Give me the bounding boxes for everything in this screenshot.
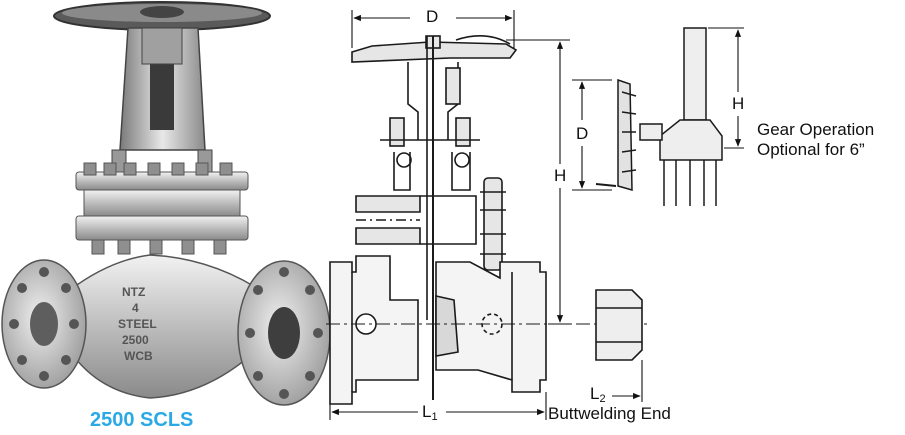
buttweld-end-label: Buttwelding End [548,404,671,423]
body-mark-2: STEEL [118,317,157,331]
gear-dim-h-label: H [732,94,745,113]
gear-operator-drawing [595,27,723,206]
buttweld-end-drawing [595,289,643,361]
model-label: 2500 SCLS [90,409,194,431]
dim-l1-label: L1 [422,402,438,423]
yoke-photo [111,27,213,173]
gear-dim-d-label: D [576,124,589,143]
dim-l2-label: L2 [590,384,606,405]
bonnet-photo [75,162,249,255]
gear-note-line1: Gear Operation [757,120,875,139]
handwheel-photo [53,1,271,31]
dimension-lines [329,10,744,420]
body-mark-3: 2500 [122,333,149,347]
body-photo: NTZ 4 STEEL 2500 WCB [65,254,263,399]
body-mark-4: WCB [124,349,153,363]
left-flange-photo [1,259,87,389]
body-mark-1: 4 [132,301,139,315]
dim-h-main-label: H [554,166,567,185]
section-drawing [326,35,650,405]
body-mark-0: NTZ [122,285,145,299]
gear-note-line2: Optional for 6” [757,140,865,159]
valve-photo: NTZ 4 STEEL 2500 WCB [1,1,331,406]
dim-d-top-label: D [426,7,439,26]
dim-l2-sub: 2 [599,393,606,405]
right-flange-photo [237,260,331,406]
dim-l1-main: L [422,402,432,421]
dim-l2-main: L [590,384,600,403]
dim-l1-sub: 1 [431,411,438,423]
